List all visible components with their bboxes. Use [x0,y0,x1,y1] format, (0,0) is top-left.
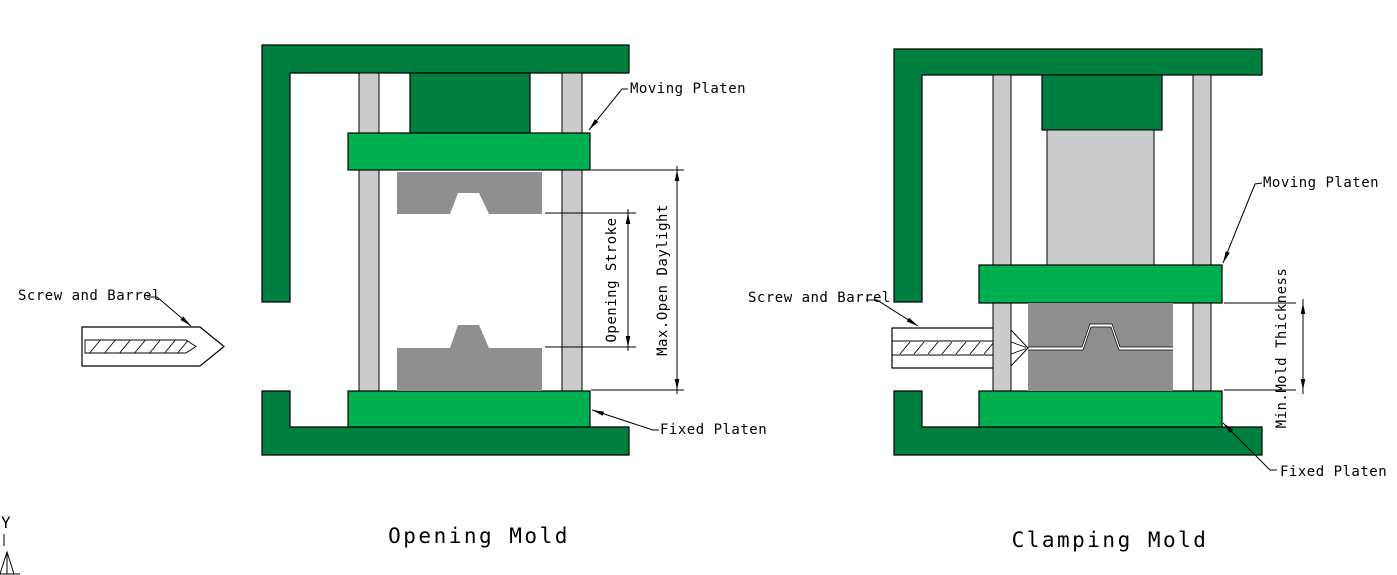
fixed-platen-right-machine [978,390,1223,428]
ucs-y-axis-label: Y [1,513,11,532]
dimension-arrows-left-machine [625,170,680,390]
opening-stroke-dimension-label: Opening Stroke [604,217,620,343]
screw-flight-hatching [899,341,995,355]
dimension-lines-left-machine [545,166,684,394]
parting-line [1028,326,1173,351]
nozzle-bore-line [1010,341,1027,348]
mold-half-top-left-machine [397,172,542,214]
frame-lower-left-machine [261,390,630,456]
clamp-ram-right-machine [1046,129,1155,268]
leader-lines-left-machine [147,88,659,431]
fixed-platen-label: Fixed Platen [1280,464,1388,480]
ucs-axis-icon [0,534,20,575]
clamp-cylinder-left-machine [409,72,531,134]
nozzle-bore-line [1010,348,1027,355]
parting-line [1028,323,1173,348]
screw-flight-hatching [89,340,189,353]
clamping-mold-caption: Clamping Mold [1011,528,1209,552]
tie-bar-icon [358,72,380,392]
moving-platen-left-machine [347,132,591,171]
moving-platen-label: Moving Platen [630,81,747,97]
tie-bar-icon [1192,74,1212,392]
frame-lower-right-machine [893,390,1263,456]
fixed-platen-left-machine [347,390,591,428]
dimension-lines-right-machine [1224,299,1304,394]
moving-platen-right-machine [978,264,1223,304]
min-mold-thickness-dimension-label: Min.Mold Thickness [1274,267,1290,429]
frame-upper-right-machine [893,48,1263,303]
tie-bar-icon [561,72,583,392]
clamp-cylinder-right-machine [1041,74,1163,131]
moving-platen-label: Moving Platen [1263,175,1380,191]
opening-mold-caption: Opening Mold [388,524,570,548]
mold-half-bottom-right-machine [1028,327,1173,391]
nozzle-right-machine [1010,328,1029,368]
tie-bar-icon [992,74,1012,392]
leader-arrows-left-machine [180,119,605,416]
leader-arrows-right-machine [906,251,1234,434]
mold-half-bottom-left-machine [397,325,542,391]
screw-and-barrel-label: Screw and Barrel [18,288,161,304]
barrel-right-machine [891,327,1011,369]
fixed-platen-label: Fixed Platen [660,422,768,438]
frame-upper-left-machine [261,44,630,303]
max-open-daylight-dimension-label: Max.Open Daylight [655,204,671,356]
dimension-arrows-right-machine [1300,303,1306,390]
mold-half-top-right-machine [1028,303,1173,347]
leader-lines-right-machine [866,182,1277,471]
screw-and-barrel-label: Screw and Barrel [748,290,891,306]
